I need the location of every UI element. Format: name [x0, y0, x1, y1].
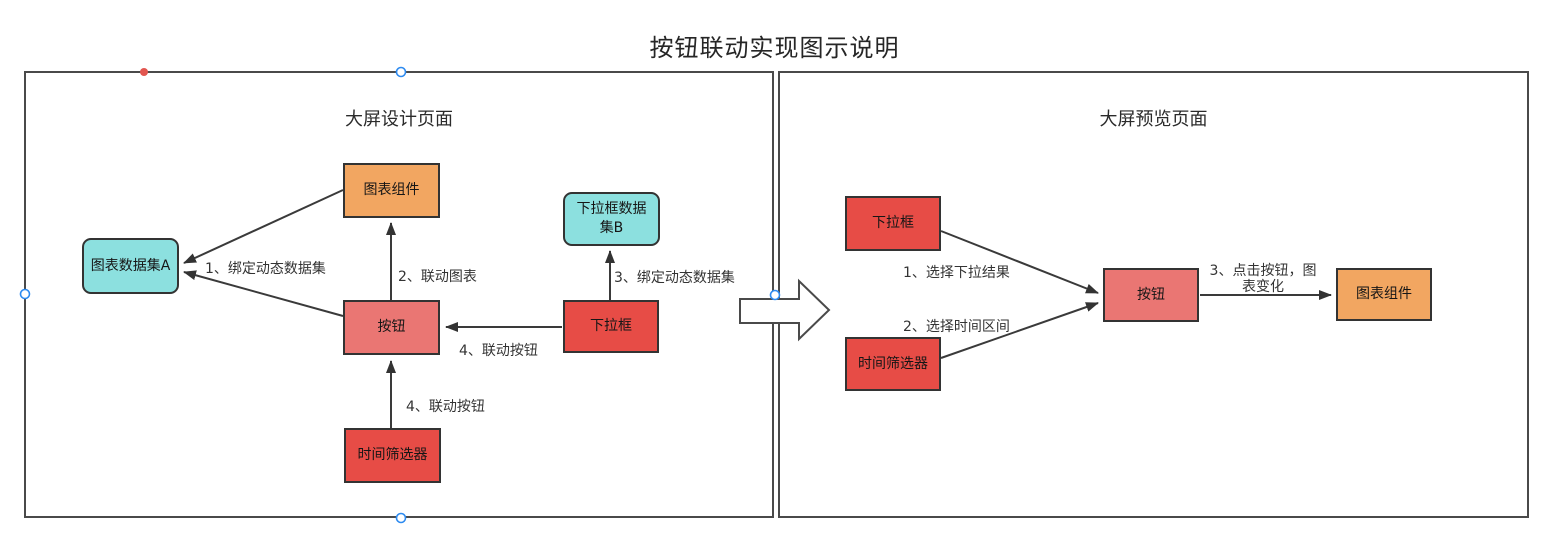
preview-button-node[interactable]: 按钮 — [1103, 268, 1199, 322]
edge-label-link-button-from-dropdown[interactable]: 4、联动按钮 — [459, 343, 538, 359]
design-chart-component-node[interactable]: 图表组件 — [343, 163, 440, 218]
selection-handle-top[interactable] — [395, 66, 407, 78]
design-panel-title[interactable]: 大屏设计页面 — [345, 109, 453, 130]
node-label: 图表组件 — [363, 182, 420, 199]
node-label: 图表组件 — [1356, 286, 1412, 303]
design-dropdown-node[interactable]: 下拉框 — [563, 300, 659, 353]
edge-label-link-chart[interactable]: 2、联动图表 — [398, 269, 477, 285]
red-anchor-dot[interactable] — [140, 68, 148, 76]
node-label: 按钮 — [377, 319, 406, 336]
selection-handle-left[interactable] — [19, 288, 31, 300]
connector-button-to-dataset-a[interactable] — [183, 270, 344, 317]
edge-label-bind-dynamic-dataset-a[interactable]: 1、绑定动态数据集 — [205, 261, 326, 277]
design-time-filter-node[interactable]: 时间筛选器 — [344, 428, 441, 483]
preview-dropdown-node[interactable]: 下拉框 — [845, 196, 941, 251]
node-label: 时间筛选器 — [357, 447, 428, 464]
edge-label-select-time-range[interactable]: 2、选择时间区间 — [903, 319, 1010, 335]
diagram-title: 按钮联动实现图示说明 — [649, 34, 900, 62]
edge-label-click-button-chart-change[interactable]: 3、点击按钮，图表变化 — [1209, 263, 1317, 296]
edge-label-link-button-from-time-filter[interactable]: 4、联动按钮 — [406, 399, 485, 415]
node-label: 下拉框数据集B — [576, 201, 647, 236]
edge-label-select-dropdown-result[interactable]: 1、选择下拉结果 — [903, 265, 1010, 281]
preview-chart-component-node[interactable]: 图表组件 — [1336, 268, 1432, 321]
connector-preview-dropdown-to-button[interactable] — [940, 230, 1099, 294]
design-dropdown-dataset-b-node[interactable]: 下拉框数据集B — [563, 192, 660, 246]
connector-preview-time-filter-to-button[interactable] — [940, 302, 1099, 359]
edge-label-bind-dynamic-dataset-b[interactable]: 3、绑定动态数据集 — [614, 270, 735, 286]
connector-chart-component-to-dataset-a[interactable] — [183, 189, 344, 264]
selection-handle-bottom[interactable] — [395, 512, 407, 524]
preview-time-filter-node[interactable]: 时间筛选器 — [845, 337, 941, 391]
transition-block-arrow-icon[interactable] — [739, 278, 831, 342]
node-label: 时间筛选器 — [858, 355, 928, 372]
node-label: 下拉框 — [590, 318, 632, 335]
design-button-node[interactable]: 按钮 — [343, 300, 440, 355]
node-label: 图表数据集A — [90, 257, 171, 274]
selection-handle-panel-gap[interactable] — [769, 289, 781, 301]
design-chart-dataset-a-node[interactable]: 图表数据集A — [82, 238, 179, 294]
node-label: 下拉框 — [872, 215, 914, 232]
preview-panel-title[interactable]: 大屏预览页面 — [1099, 109, 1208, 130]
node-label: 按钮 — [1137, 286, 1165, 303]
